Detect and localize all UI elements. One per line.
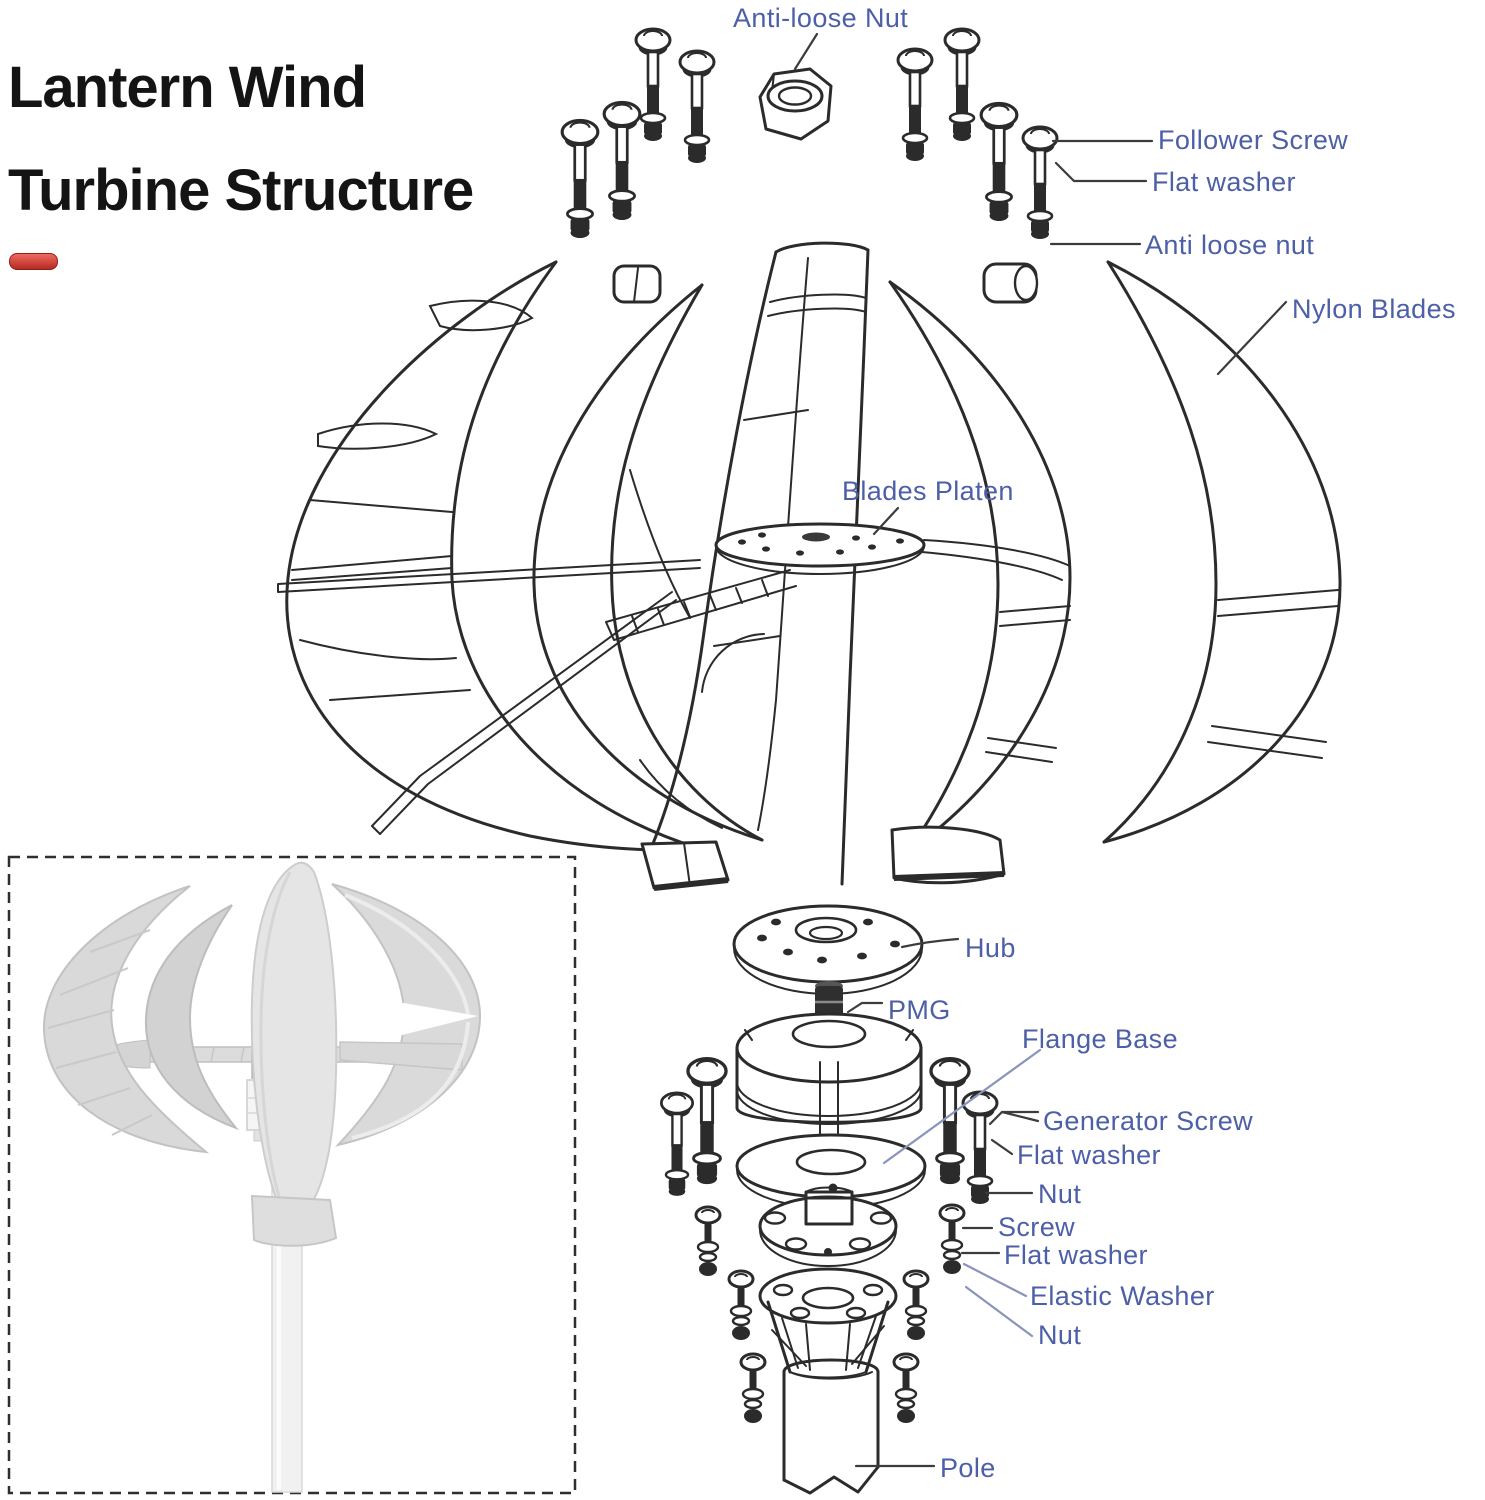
leader-lines <box>793 32 1288 1468</box>
label-anti-loose-nut-right: Anti loose nut <box>1145 230 1314 260</box>
nylon-blade-left-inner <box>532 264 764 842</box>
pole-drawing <box>782 1358 880 1495</box>
title-line-1: Lantern Wind <box>8 55 367 120</box>
label-anti-loose-nut-top: Anti-loose Nut <box>733 3 908 33</box>
top-right-bolts <box>896 27 1059 241</box>
label-nut-mid: Nut <box>1038 1179 1081 1209</box>
label-follower-screw: Follower Screw <box>1158 125 1348 155</box>
label-flat-washer-low: Flat washer <box>1004 1240 1148 1270</box>
flange-drawing <box>758 1186 898 1267</box>
label-screw: Screw <box>998 1212 1075 1242</box>
blades-platen-drawing <box>277 522 1071 641</box>
title-line-2: Turbine Structure <box>8 158 474 223</box>
hub-drawing <box>732 904 924 995</box>
label-flat-washer-mid: Flat washer <box>1017 1140 1161 1170</box>
page-title: Lantern Wind Turbine Structure <box>8 36 474 242</box>
label-pmg: PMG <box>888 995 951 1025</box>
nylon-blade-center <box>640 241 870 891</box>
base-mount-drawing <box>758 1267 898 1379</box>
product-photo-inset <box>7 855 577 1495</box>
pmg-drawing <box>735 981 923 1139</box>
label-hub: Hub <box>965 933 1016 963</box>
part-labels: Anti-loose Nut Follower Screw Flat washe… <box>733 3 1456 1483</box>
label-blades-platen: Blades Platen <box>842 476 1014 506</box>
label-generator-screw: Generator Screw <box>1043 1106 1253 1136</box>
red-underline <box>9 253 58 270</box>
nylon-blade-far-left <box>285 260 700 852</box>
label-elastic-washer: Elastic Washer <box>1030 1281 1215 1311</box>
label-nut-low: Nut <box>1038 1320 1081 1350</box>
nylon-blade-far-right <box>982 260 1342 844</box>
top-left-bolts <box>560 27 716 240</box>
anti-loose-nut-drawing <box>758 67 833 141</box>
label-nylon-blades: Nylon Blades <box>1292 294 1456 324</box>
label-flat-washer-top: Flat washer <box>1152 167 1296 197</box>
nylon-blade-right-inner <box>888 280 1072 885</box>
label-pole: Pole <box>940 1453 996 1483</box>
label-flange-base: Flange Base <box>1022 1024 1178 1054</box>
